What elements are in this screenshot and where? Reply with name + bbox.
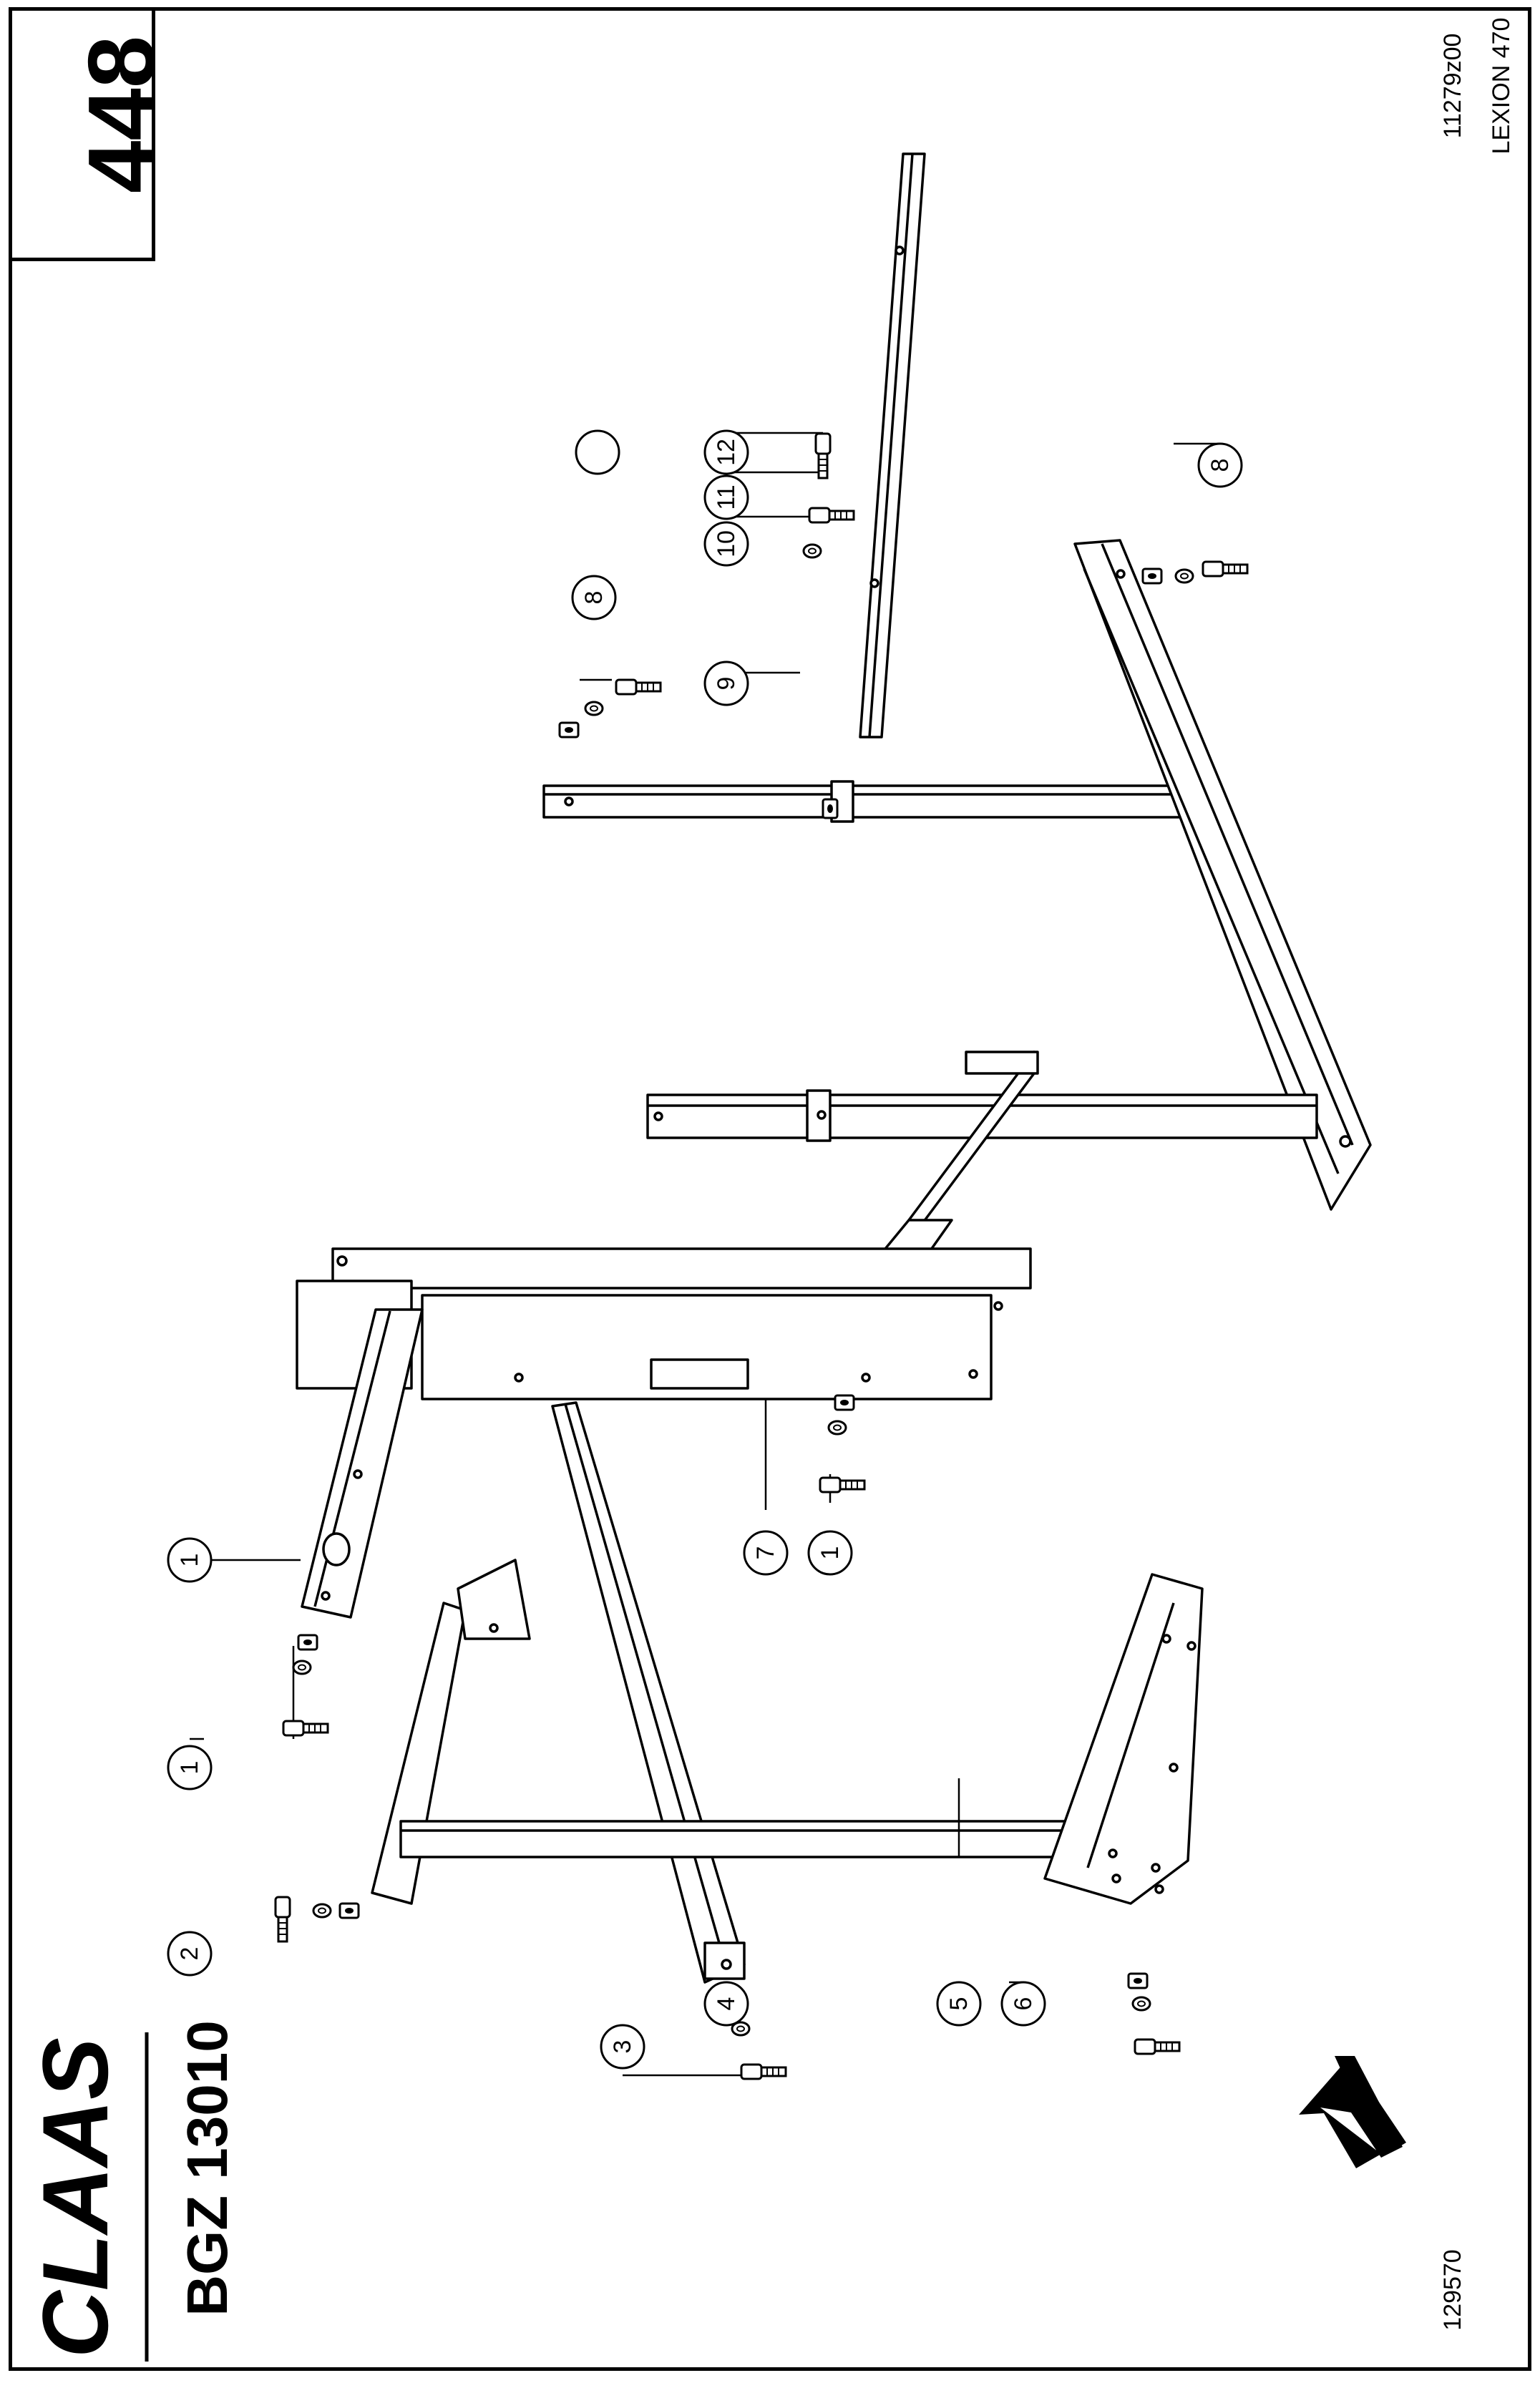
callout-1b-label: 1 (176, 1761, 203, 1775)
callout-6-label: 6 (1010, 1997, 1037, 2011)
callout-4 (703, 1981, 749, 2027)
callout-1a (167, 1537, 213, 1583)
callout-3-label: 3 (609, 2040, 636, 2054)
callout-7 (743, 1530, 789, 1576)
page-number-box (9, 7, 155, 261)
page-frame (9, 7, 1531, 2371)
callout-8a-label: 8 (580, 591, 608, 605)
callout-2-label: 2 (176, 1947, 203, 1961)
callout-9 (703, 661, 749, 706)
part-5-upright (399, 1573, 1204, 1905)
callout-1a-label: 1 (176, 1554, 203, 1567)
direction-arrow-icon (1299, 2056, 1406, 2168)
callout-9-label: 9 (713, 677, 740, 691)
callout-1b (167, 1745, 213, 1790)
callout-7-label: 7 (752, 1546, 779, 1560)
callout-12 (575, 429, 620, 475)
callout-1c-label: 1 (817, 1546, 844, 1560)
part-12-rail (859, 152, 926, 739)
callout-5 (936, 1981, 982, 2027)
callout-4-label: 4 (713, 1997, 740, 2011)
callout-10-label: 10 (713, 530, 740, 557)
callout-8b-label: 8 (1207, 459, 1234, 472)
callout-8b (1197, 442, 1243, 488)
callout-12b (703, 429, 749, 475)
left-bracket (371, 1559, 531, 1905)
callout-12-label: 12 (713, 439, 740, 466)
part-2-bar (301, 1308, 424, 1619)
middle-upright (646, 1089, 1318, 1142)
callout-10 (703, 521, 749, 567)
logo-text: CLAAS (23, 2037, 127, 2358)
claas-logo: CLAAS (23, 2037, 127, 2358)
callout-11 (703, 474, 749, 520)
part-7-channel (296, 1051, 1039, 1400)
callout-11-label: 11 (713, 484, 740, 510)
callout-6 (1000, 1981, 1046, 2027)
callout-8a (571, 575, 617, 620)
callout-3 (600, 2024, 645, 2070)
part-9-upright (542, 780, 1189, 823)
base-rail-right (1073, 539, 1372, 1211)
callout-2 (167, 1931, 213, 1977)
callout-1c (807, 1530, 853, 1576)
callout-5-label: 5 (945, 1997, 973, 2011)
part-4-rail (551, 1401, 746, 1984)
